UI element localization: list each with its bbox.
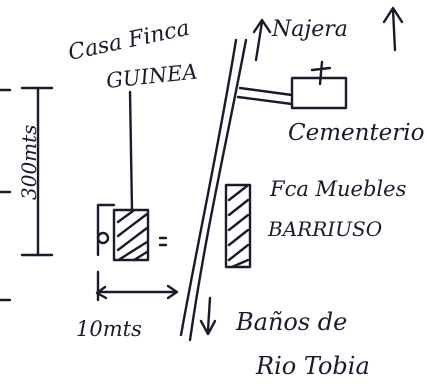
- rio-tobia-label: Rio Tobia: [255, 352, 370, 380]
- furniture-factory-building: [224, 183, 252, 269]
- casa-finca-leader: [128, 90, 134, 212]
- distance-10m-label: 10mts: [76, 317, 142, 341]
- cemetery-access-road: [236, 86, 294, 106]
- distance-300m-label: 300mts: [17, 125, 41, 200]
- casa-finca-label: Casa Finca: [66, 16, 192, 66]
- furniture-factory-name-label: BARRIUSO: [267, 217, 382, 241]
- banos-arrow: [199, 296, 217, 336]
- cemetery-building: [290, 60, 348, 110]
- road: [179, 38, 248, 342]
- dimension-10m: [95, 270, 179, 302]
- casa-finca-name-label: GUINEA: [105, 60, 199, 93]
- north-arrow: [382, 6, 404, 52]
- dimension-300m: [0, 86, 54, 302]
- najera-arrow: [252, 18, 272, 62]
- najera-label: Najera: [271, 17, 348, 42]
- banos-label: Baños de: [235, 308, 347, 336]
- cemetery-label: Cementerio: [288, 120, 425, 146]
- casa-finca-building: [96, 203, 168, 262]
- furniture-factory-label: Fca Muebles: [269, 177, 407, 201]
